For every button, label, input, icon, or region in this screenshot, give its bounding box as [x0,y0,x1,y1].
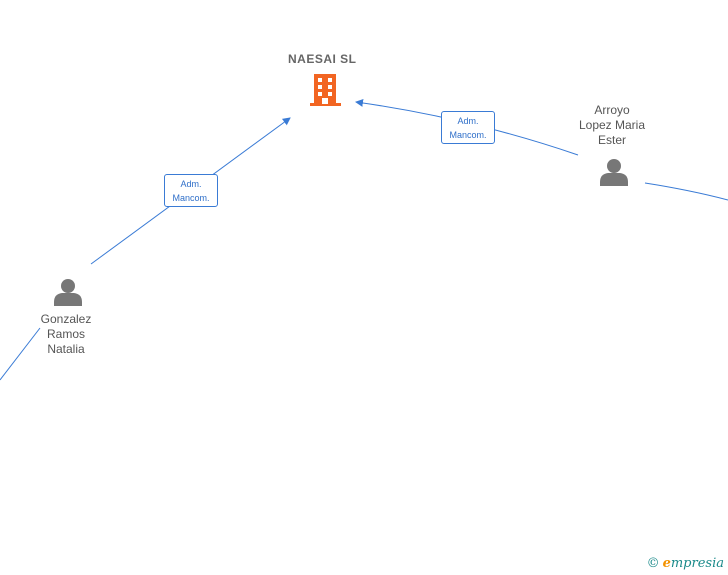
empresia-watermark: ©empresia [647,556,724,571]
name-line: Arroyo [594,103,630,117]
edge-label-line: Mancom. [449,130,487,140]
name-line: Gonzalez [40,312,92,326]
company-name[interactable]: NAESAI SL [288,52,357,66]
building-icon[interactable] [310,74,341,106]
edge-label-line: Adm. [180,179,202,189]
name-line: Ester [597,133,626,147]
brand-initial: e [662,556,671,571]
copyright-icon: © [646,556,660,571]
brand-name: mpresia [670,556,724,571]
edge-offscreen-left [0,327,41,381]
edge-label-arroyo: Adm. Mancom. [441,111,495,144]
person-name-arroyo[interactable]: Arroyo Lopez Maria Ester [566,103,658,148]
person-icon[interactable] [600,159,628,186]
edge-label-line: Mancom. [172,193,210,203]
person-name-gonzalez[interactable]: Gonzalez Ramos Natalia [28,312,104,357]
edge-label-line: Adm. [457,116,479,126]
edge-offscreen-right [644,182,728,201]
name-line: Lopez Maria [578,118,646,132]
edge-label-gonzalez: Adm. Mancom. [164,174,218,207]
name-line: Natalia [47,342,85,356]
person-icon[interactable] [54,279,82,306]
name-line: Ramos [46,327,85,341]
